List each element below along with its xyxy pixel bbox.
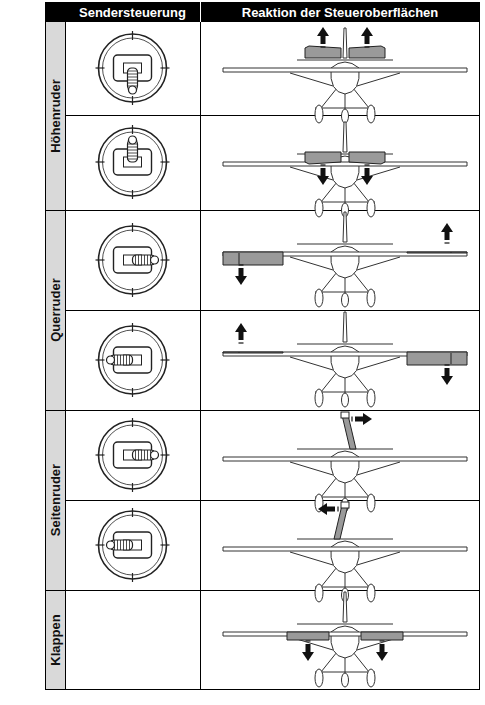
- transmitter-stick: [96, 31, 170, 105]
- transmitter-stick: [96, 508, 170, 582]
- header-bar: [45, 2, 480, 22]
- airplane-front-view: [223, 412, 467, 512]
- movement-arrow: [235, 265, 247, 285]
- label-column: [45, 22, 65, 690]
- column-header: Reaktion der Steueroberflächen: [242, 5, 439, 20]
- table-grid: [45, 2, 480, 690]
- movement-arrow: [235, 323, 247, 343]
- column-header: Sendersteuerung: [79, 5, 186, 20]
- movement-arrow: [318, 503, 338, 515]
- movement-arrow: [361, 165, 373, 185]
- row-label: Höhenruder: [48, 79, 63, 153]
- row-label: Klappen: [48, 614, 63, 665]
- airplane-front-view: [223, 122, 467, 217]
- transmitter-stick: [96, 323, 170, 397]
- movement-arrow: [376, 641, 388, 661]
- airplane-front-view: [223, 502, 467, 602]
- row-label: Seitenruder: [48, 464, 63, 536]
- transmitter-stick: [96, 125, 170, 199]
- airplane-front-view: [223, 592, 467, 687]
- movement-arrow: [302, 641, 314, 661]
- movement-arrow: [441, 365, 453, 385]
- row-label: Querruder: [48, 278, 63, 342]
- transmitter-stick: [96, 223, 170, 297]
- movement-arrow: [441, 223, 453, 243]
- movement-arrow: [317, 165, 329, 185]
- airplane-front-view: [223, 312, 467, 407]
- airplane-front-view: [223, 28, 467, 123]
- movement-arrow: [352, 413, 372, 425]
- airplane-front-view: [223, 212, 467, 307]
- transmitter-stick: [96, 418, 170, 492]
- movement-arrow: [361, 27, 373, 47]
- movement-arrow: [317, 27, 329, 47]
